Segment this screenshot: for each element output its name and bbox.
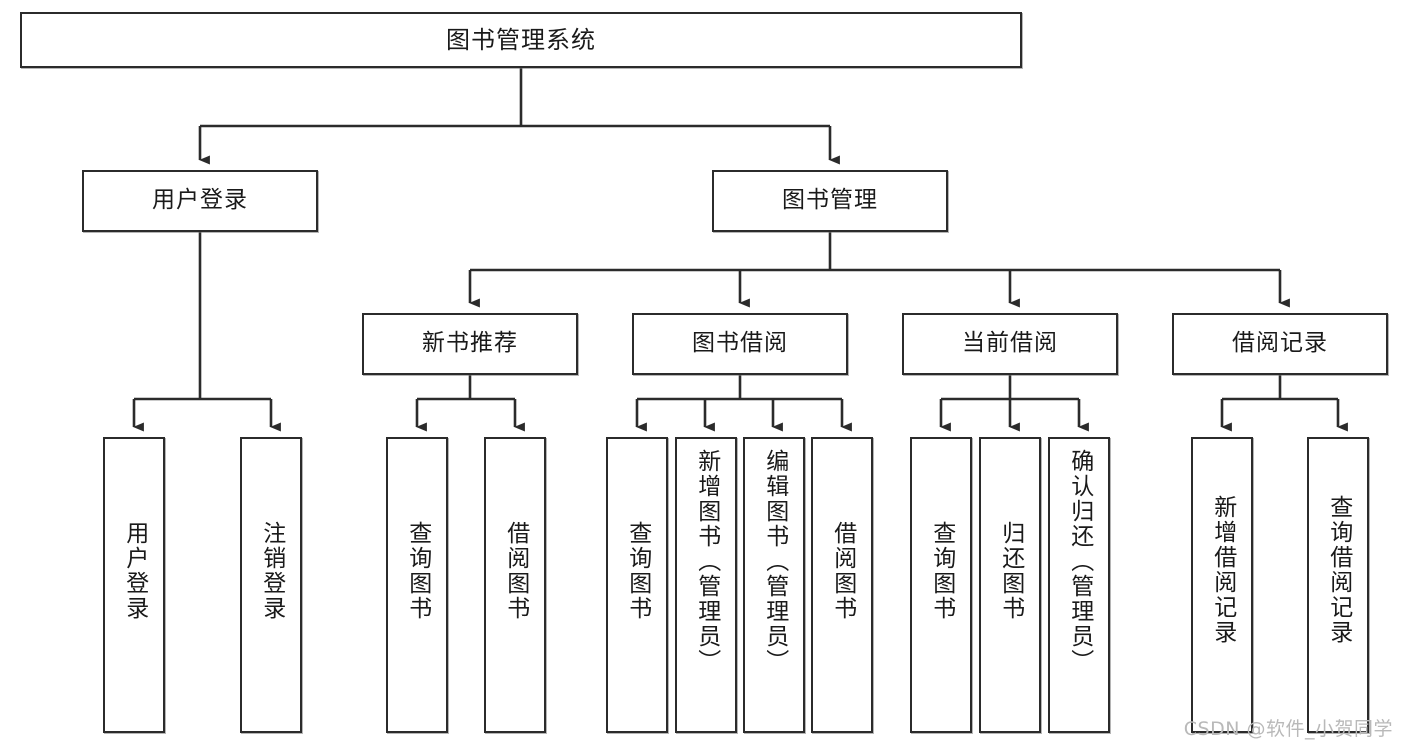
- node-label: 借阅图书: [502, 521, 529, 621]
- node-label: 归还图书: [997, 521, 1024, 621]
- leaf-edit-book-admin[interactable]: 编辑图书（管理员）: [743, 437, 805, 733]
- node-label: 新增借阅记录: [1209, 495, 1236, 645]
- node-new-book-recommend[interactable]: 新书推荐: [362, 313, 578, 375]
- node-label: 图书管理系统: [446, 25, 596, 54]
- node-label: 编辑图书（管理员）: [761, 449, 788, 674]
- leaf-query-book-current[interactable]: 查询图书: [910, 437, 972, 733]
- leaf-query-book-new-recommend[interactable]: 查询图书: [386, 437, 448, 733]
- leaf-add-borrow-record[interactable]: 新增借阅记录: [1191, 437, 1253, 733]
- node-label: 注销登录: [258, 521, 285, 621]
- leaf-borrow-book-borrow[interactable]: 借阅图书: [811, 437, 873, 733]
- node-label: 用户登录: [121, 521, 148, 621]
- node-book-borrow[interactable]: 图书借阅: [632, 313, 848, 375]
- leaf-logout[interactable]: 注销登录: [240, 437, 302, 733]
- node-label: 确认归还（管理员）: [1066, 449, 1093, 674]
- node-label: 查询图书: [624, 521, 651, 621]
- node-book-management[interactable]: 图书管理: [712, 170, 948, 232]
- node-label: 借阅记录: [1232, 330, 1328, 357]
- node-current-borrow[interactable]: 当前借阅: [902, 313, 1118, 375]
- node-label: 借阅图书: [829, 521, 856, 621]
- watermark-text: CSDN @软件_小贺同学: [1183, 718, 1393, 740]
- node-label: 用户登录: [152, 187, 248, 214]
- leaf-user-login[interactable]: 用户登录: [103, 437, 165, 733]
- node-label: 新增图书（管理员）: [693, 449, 720, 674]
- node-label: 查询借阅记录: [1325, 495, 1352, 645]
- node-borrow-record[interactable]: 借阅记录: [1172, 313, 1388, 375]
- node-label: 查询图书: [928, 521, 955, 621]
- node-label: 新书推荐: [422, 330, 518, 357]
- leaf-query-borrow-record[interactable]: 查询借阅记录: [1307, 437, 1369, 733]
- node-label: 图书管理: [782, 187, 878, 214]
- leaf-confirm-return-admin[interactable]: 确认归还（管理员）: [1048, 437, 1110, 733]
- node-user-login[interactable]: 用户登录: [82, 170, 318, 232]
- leaf-add-book-admin[interactable]: 新增图书（管理员）: [675, 437, 737, 733]
- leaf-query-book-borrow[interactable]: 查询图书: [606, 437, 668, 733]
- node-root-book-management-system[interactable]: 图书管理系统: [20, 12, 1022, 68]
- leaf-return-book[interactable]: 归还图书: [979, 437, 1041, 733]
- node-label: 当前借阅: [962, 330, 1058, 357]
- node-label: 图书借阅: [692, 330, 788, 357]
- node-label: 查询图书: [404, 521, 431, 621]
- leaf-borrow-book-new-recommend[interactable]: 借阅图书: [484, 437, 546, 733]
